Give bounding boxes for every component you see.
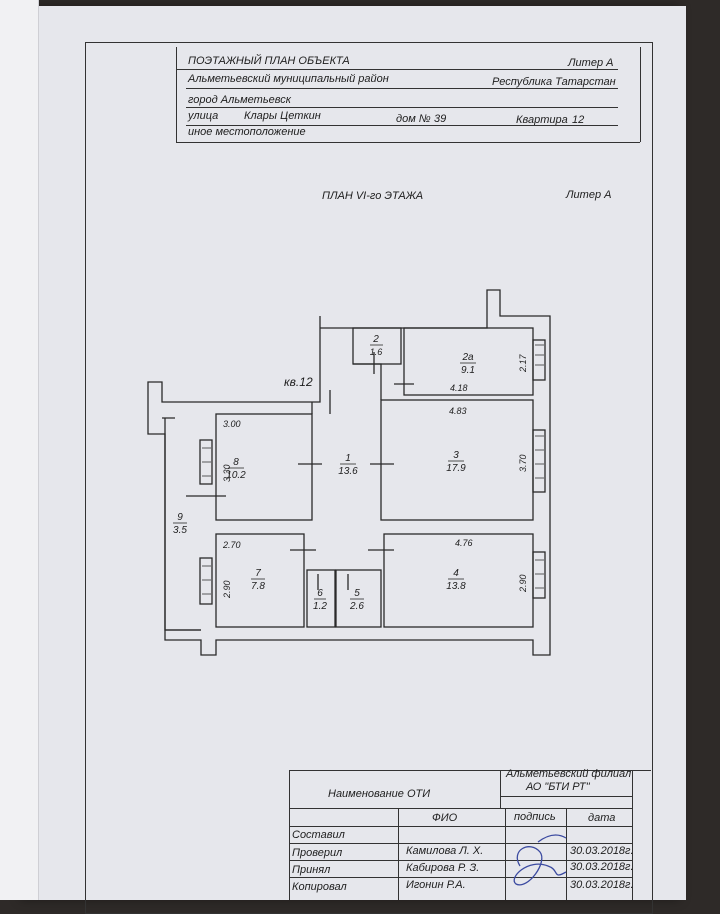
room-9-no: 9 [177, 512, 183, 523]
room-3-no: 3 [453, 450, 459, 461]
header-republic: Республика Татарстан [492, 76, 616, 88]
window-glazing [202, 344, 544, 595]
dim-room7-width: 2.70 [222, 540, 241, 550]
stamp-org-label: Наименование ОТИ [328, 788, 431, 800]
header-liter: Литер А [568, 57, 614, 69]
header-title: ПОЭТАЖНЫЙ ПЛАН ОБЪЕКТА [188, 55, 350, 67]
paper-sheet [26, 6, 686, 900]
room-7-area: 7.8 [251, 581, 265, 592]
window [199, 557, 213, 605]
stamp-row-role: Составил [292, 829, 345, 841]
room-5-area: 2.6 [349, 601, 364, 612]
stamp-col-sign: подпись [514, 811, 556, 823]
dim-room8-height: 3.30 [222, 464, 232, 482]
room-4-area: 13.8 [446, 581, 466, 592]
header-street-label: улица [188, 110, 219, 122]
room-4-no: 4 [453, 568, 459, 579]
room-3-area: 17.9 [446, 463, 466, 474]
room-9-area: 3.5 [173, 525, 187, 536]
stamp-col-date: дата [588, 812, 616, 824]
room-6-walls [306, 569, 336, 628]
stamp-row-date: 30.03.2018г. [570, 879, 634, 891]
room-2a-area: 9.1 [461, 365, 475, 376]
header-other-location: иное местоположение [188, 126, 306, 138]
plan-title: ПЛАН VI-го ЭТАЖА [322, 190, 424, 202]
dim-room4-height: 2.90 [518, 574, 528, 593]
stamp-row-role: Принял [292, 864, 331, 876]
dim-room8-width: 3.00 [223, 419, 241, 429]
header-house-label: дом № [396, 113, 431, 125]
stamp-row-date: 30.03.2018г. [570, 845, 634, 857]
window [532, 339, 546, 381]
door-mark [186, 352, 414, 590]
room-1-area: 13.6 [338, 466, 358, 477]
dim-room2a-width: 4.18 [450, 383, 468, 393]
header-city: город Альметьевск [188, 94, 291, 106]
stamp-row-role: Проверил [292, 847, 343, 859]
outer-wall [147, 289, 551, 656]
room-8-area: 10.2 [226, 470, 246, 481]
room-1-no: 1 [345, 453, 351, 464]
dim-room2a-height: 2.17 [518, 353, 528, 373]
room-8-no: 8 [233, 457, 239, 468]
window [532, 429, 546, 493]
room-2-area: 1.6 [370, 347, 383, 357]
window [199, 439, 213, 485]
stamp-row-date: 30.03.2018г. [570, 861, 634, 873]
header-apartment: 12 [572, 114, 585, 126]
stamp-row-name: Игонин Р.А. [406, 879, 466, 891]
stamp-row-name: Камилова Л. Х. [406, 845, 484, 857]
room-6-no: 6 [317, 588, 323, 599]
window [532, 551, 546, 599]
apartment-mark: кв.12 [284, 375, 313, 389]
binding-strip [0, 0, 39, 900]
header-apartment-label: Квартира [516, 114, 568, 126]
dim-room3-width: 4.83 [449, 406, 467, 416]
inner-wall [164, 363, 382, 631]
dim-room4-width: 4.76 [455, 538, 473, 548]
header-street: Клары Цеткин [244, 110, 321, 122]
header-district: Альметьевский муниципальный район [188, 73, 389, 85]
room-7-walls [215, 533, 305, 628]
room-5-no: 5 [354, 588, 360, 599]
stamp-org-line1: Альметьевский филиал [506, 768, 632, 780]
plan-liter: Литер А [566, 189, 612, 201]
room-8-walls [215, 413, 313, 521]
stamp-org-line2: АО "БТИ РТ" [526, 781, 590, 793]
stamp-row-name: Кабирова Р. З. [406, 862, 480, 874]
room-7-no: 7 [255, 568, 261, 579]
room-2a-no: 2а [461, 352, 474, 363]
stamp-col-fio: ФИО [432, 812, 458, 824]
room-2-no: 2 [372, 334, 379, 345]
header-house: 39 [434, 113, 447, 125]
room-6-area: 1.2 [313, 601, 327, 612]
stamp-row-role: Копировал [292, 881, 347, 893]
room-5-walls [335, 569, 382, 628]
dim-room7-height: 2.90 [222, 580, 232, 599]
dim-room3-height: 3.70 [518, 454, 528, 472]
